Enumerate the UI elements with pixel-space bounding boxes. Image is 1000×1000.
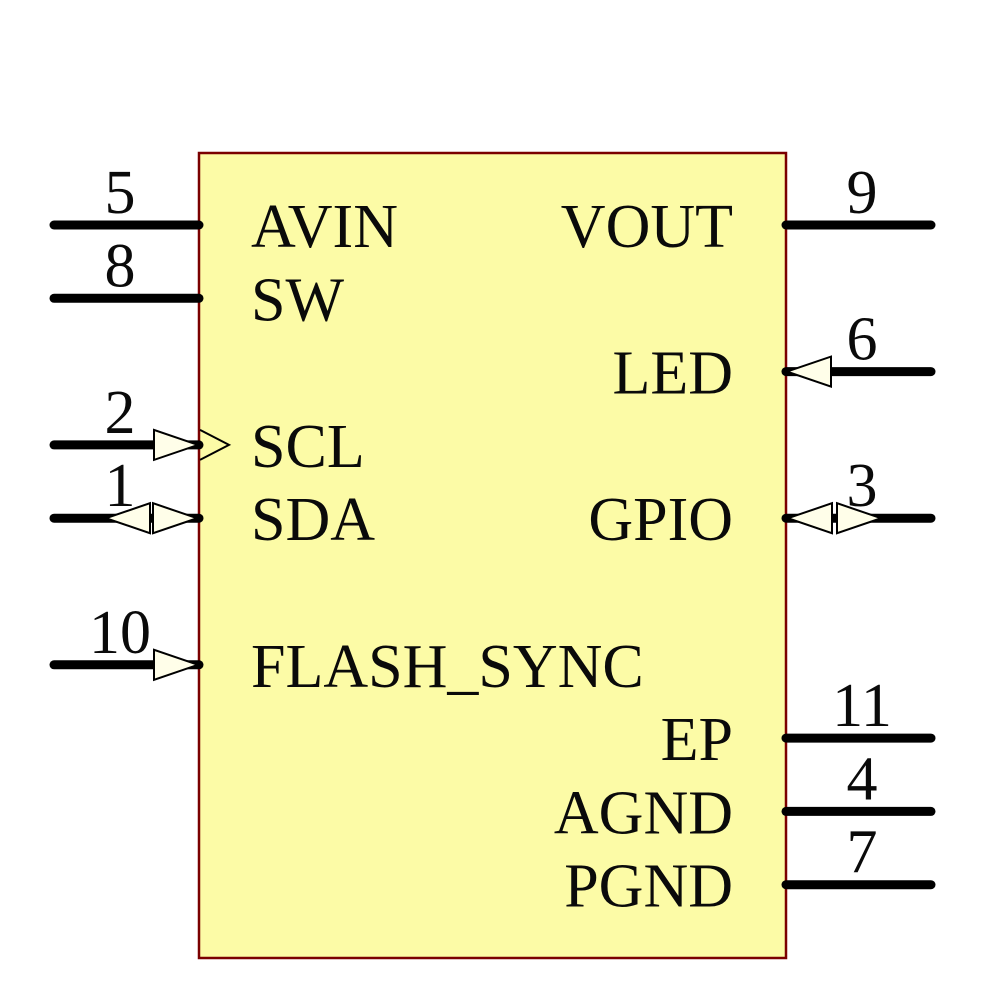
input-arrow-icon (783, 355, 832, 388)
input-arrow-icon (153, 648, 202, 682)
pin-number: 3 (847, 452, 878, 520)
pin-label: SCL (251, 413, 365, 481)
bidirectional-arrow-in-icon (784, 501, 833, 535)
pin-number: 10 (89, 599, 151, 667)
pin-number: 1 (105, 452, 136, 520)
pin-label: GPIO (588, 486, 733, 554)
pin-label: EP (661, 706, 733, 774)
input-arrow-icon (153, 428, 202, 462)
pin-number: 11 (832, 672, 892, 740)
symbol-body (197, 151, 788, 960)
pin-label: PGND (564, 853, 733, 921)
pin-number: 5 (105, 159, 136, 227)
pin-number: 8 (105, 232, 136, 300)
clock-indicator-icon (199, 429, 232, 461)
pin-number: 9 (847, 159, 878, 227)
pin-label: SW (251, 266, 344, 334)
pin-label: AGND (554, 779, 733, 847)
pin-number: 2 (105, 379, 136, 447)
pin-label: FLASH_SYNC (251, 633, 644, 701)
bidirectional-arrow-out-icon (836, 501, 885, 535)
pin-label: AVIN (251, 193, 398, 261)
pin-number: 7 (847, 819, 878, 887)
pin-label: SDA (251, 486, 375, 554)
pin-number: 6 (847, 306, 878, 374)
pin-label: VOUT (561, 193, 733, 261)
bidirectional-arrow-in-icon (152, 501, 201, 535)
pin-label: LED (612, 340, 733, 408)
pin-number: 4 (847, 745, 878, 813)
bidirectional-arrow-out-icon (102, 501, 151, 535)
